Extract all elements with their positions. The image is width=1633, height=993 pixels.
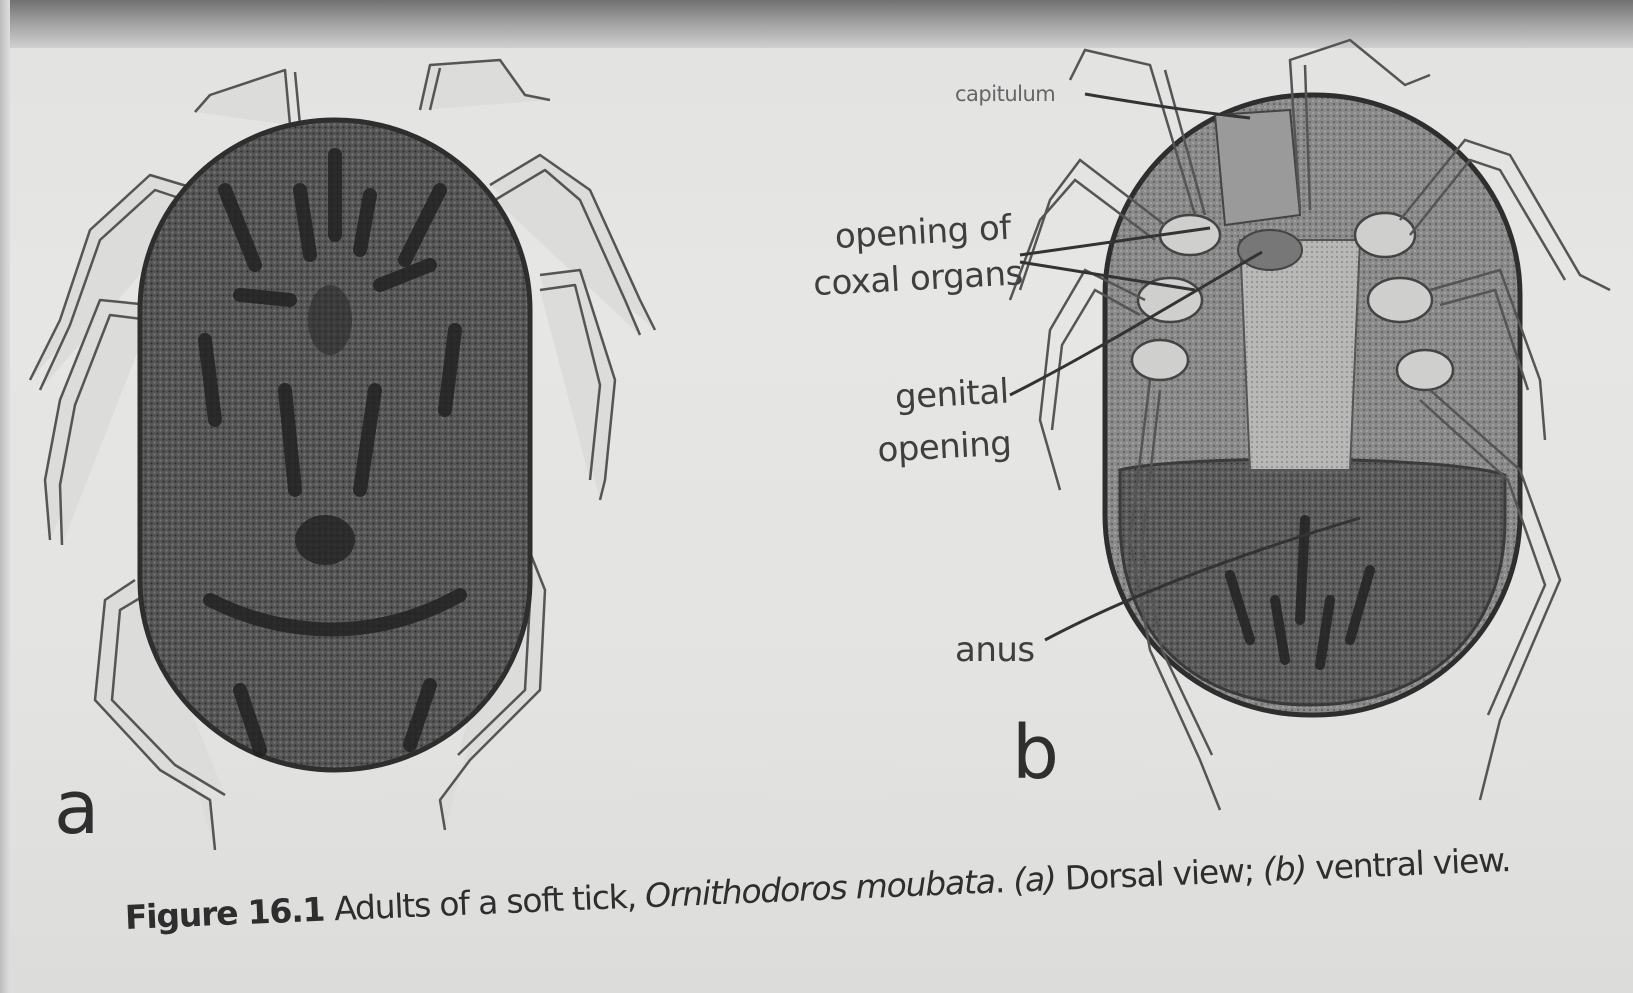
label-coxal-organs: opening of coxal organs bbox=[810, 205, 1015, 307]
dorsal-tick bbox=[30, 60, 655, 850]
capitulum-leader bbox=[1085, 94, 1250, 118]
panel-letter-a: a bbox=[54, 765, 99, 851]
label-anus: anus bbox=[955, 630, 1035, 670]
label-genital-opening: genital opening bbox=[837, 366, 1012, 479]
figure-number: Figure 16.1 bbox=[124, 890, 325, 937]
caption-text-after: . bbox=[994, 861, 1014, 901]
label-genital-line-2: opening bbox=[840, 418, 1012, 479]
caption-a-letter: (a) bbox=[1012, 859, 1056, 900]
caption-b-letter: (b) bbox=[1262, 849, 1307, 890]
label-genital-line-1: genital bbox=[837, 366, 1009, 427]
panel-letter-b: b bbox=[1012, 710, 1058, 796]
label-capitulum: capitulum bbox=[955, 82, 1055, 106]
ventral-tick bbox=[1010, 40, 1610, 810]
